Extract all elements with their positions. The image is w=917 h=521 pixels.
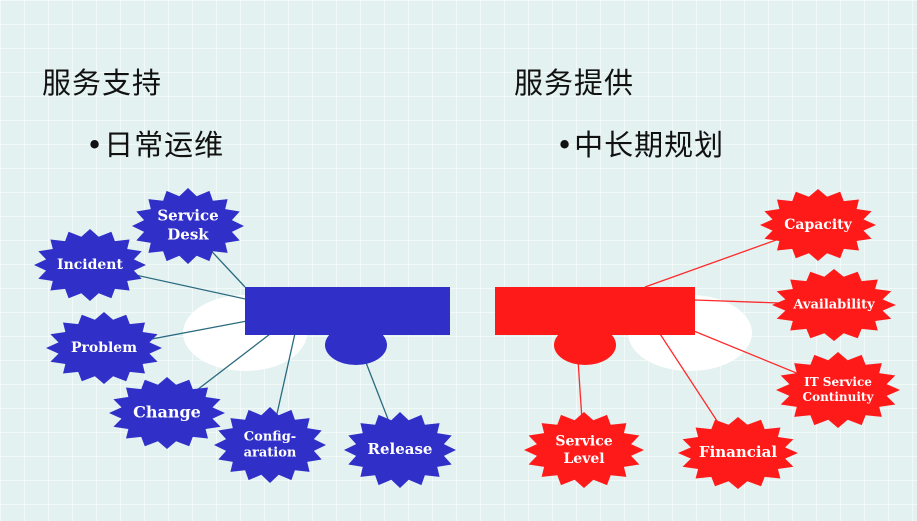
process-release: Release [344,412,456,488]
left-subheading-text: 日常运维 [104,128,225,162]
process-change: Change [109,377,225,449]
star-burst-shape [344,412,456,488]
process-label: Continuity [803,390,875,404]
star-burst-shape [132,188,244,264]
process-label: Service [555,433,612,449]
star-burst-shape [524,412,644,488]
process-financial: Financial [678,417,798,489]
right-heading: 服务提供 [514,66,635,100]
left-heading: 服务支持 [42,66,163,100]
star-burst-shape [109,377,225,449]
star-burst-shape [34,229,146,301]
process-label: Financial [699,443,777,461]
process-label: Release [368,440,433,458]
left-hub-knob [325,325,387,365]
right-subheading: •中长期规划 [556,122,724,164]
process-configaration: Config-aration [214,407,326,483]
process-label: Availability [792,298,875,313]
process-label: Capacity [784,217,852,233]
process-label: Service [157,207,218,225]
process-label: Config- [244,429,296,444]
process-label: Level [563,451,604,467]
star-burst-shape [678,417,798,489]
process-label: aration [244,446,297,461]
process-capacity: Capacity [760,189,876,261]
process-problem: Problem [46,312,162,384]
process-label: IT Service [804,375,872,389]
process-label: Incident [57,257,123,273]
process-label: Desk [167,225,209,243]
right-bullet: • [556,128,575,162]
right-hub [495,287,695,365]
star-burst-shape [760,189,876,261]
left-process-stars: ServiceDeskIncidentProblemChangeConfig-a… [34,188,456,488]
left-subheading: •日常运维 [86,122,224,164]
left-bullet: • [86,128,105,162]
star-burst-shape [776,352,900,428]
process-availability: Availability [772,269,896,341]
right-subheading-text: 中长期规划 [574,128,725,162]
star-burst-shape [214,407,326,483]
process-label: Change [133,403,201,422]
star-burst-shape [772,269,896,341]
left-hub [245,287,450,365]
star-burst-shape [46,312,162,384]
process-label: Problem [71,340,137,356]
process-incident: Incident [34,229,146,301]
right-hub-knob [554,325,616,365]
service-support-diagram: ServiceDeskIncidentProblemChangeConfig-a… [34,188,456,488]
